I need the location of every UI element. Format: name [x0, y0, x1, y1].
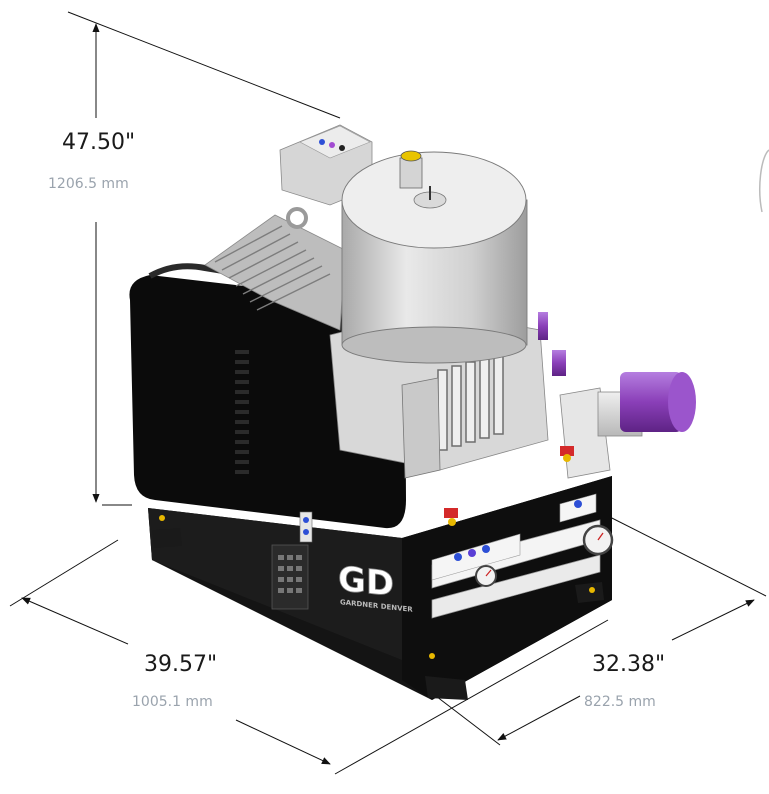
filter-indicator [399, 157, 423, 189]
label-dot-1 [454, 553, 462, 561]
width-imperial-label: 32.38" [592, 652, 666, 677]
frame-bolt-2 [429, 653, 435, 659]
length-dimension [9, 539, 609, 775]
gd-logo: GD GARDNER DENVER [338, 559, 414, 614]
silencer-vents [235, 350, 249, 474]
length-extension-right [334, 619, 609, 775]
length-extension-left [9, 539, 119, 607]
terminal-dot-purple [329, 142, 335, 148]
blower-package-illustration: GD GARDNER DENVER [129, 124, 696, 700]
foot-front-left [425, 676, 468, 700]
width-arrow-left [497, 695, 581, 741]
drain-valve-red-left [444, 508, 458, 518]
purple-fitting-middle [552, 350, 566, 376]
foot-back-left [152, 528, 182, 548]
side-label-dot [574, 500, 582, 508]
length-arrow-left [21, 597, 129, 645]
width-dimension [427, 509, 767, 746]
foot-front-right [575, 582, 604, 603]
frame-bolt-3 [589, 587, 595, 593]
drain-valve-yellow-left [448, 518, 456, 526]
blower-end-cover [401, 377, 441, 479]
width-extension-right [595, 509, 767, 597]
terminal-dot-black [339, 145, 345, 151]
terminal-dot-blue [319, 139, 325, 145]
height-dimension [67, 11, 341, 506]
label-dot-3 [482, 545, 490, 553]
motor-fins [214, 225, 331, 311]
length-imperial-label: 39.57" [144, 652, 218, 677]
lifting-eye-bolt [286, 207, 308, 229]
height-extension-top [67, 11, 341, 119]
height-imperial-label: 47.50" [62, 130, 136, 155]
canister-bottom-edge [341, 326, 527, 364]
indicator-strip [299, 511, 313, 543]
width-metric-label: 822.5 mm [584, 694, 656, 710]
width-arrow-right [671, 599, 755, 641]
terminal-box-lid [299, 125, 371, 159]
side-rail-lower [431, 554, 601, 619]
height-metric-label: 1206.5 mm [48, 176, 129, 192]
drain-valve-yellow-right [563, 454, 571, 462]
discharge-outlet [668, 372, 696, 432]
filter-indicator-cap [400, 150, 422, 162]
length-metric-label: 1005.1 mm [132, 694, 213, 710]
frame-bolt-1 [159, 515, 165, 521]
control-panel-buttons [278, 555, 302, 593]
drain-valve-red-right [560, 446, 574, 456]
logo-letters: GD [338, 559, 394, 605]
label-dot-2 [468, 549, 476, 557]
purple-fitting-top [538, 312, 548, 340]
edge-arc [759, 149, 769, 213]
discharge-silencer-purple [620, 372, 682, 432]
width-extension-left [427, 689, 501, 746]
front-label-panel [431, 533, 521, 581]
length-arrow-right [235, 719, 331, 765]
